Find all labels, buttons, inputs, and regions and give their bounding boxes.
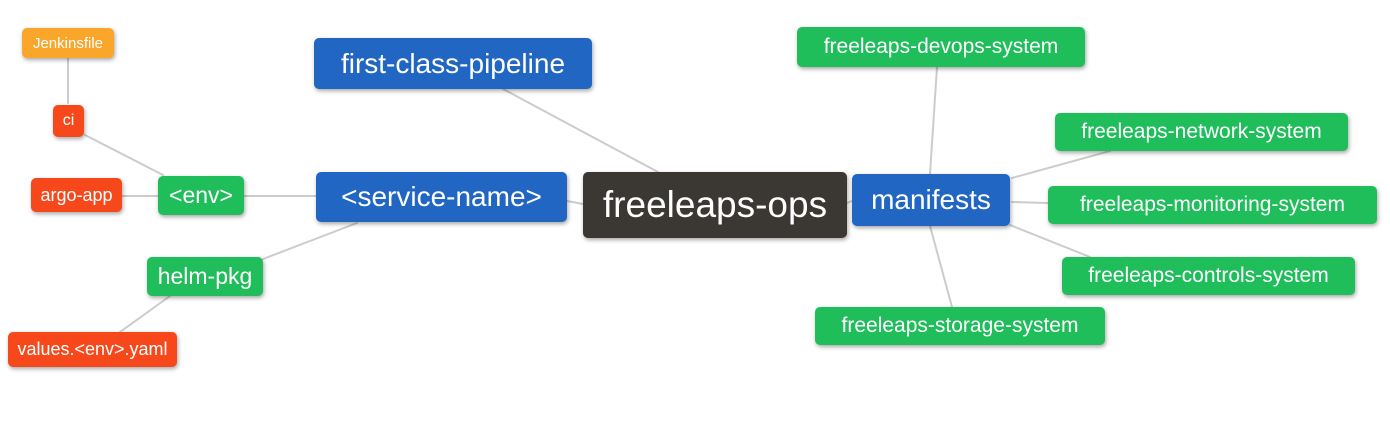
edge-manifests-devops — [929, 66, 938, 175]
node-env[interactable]: <env> — [158, 176, 244, 215]
node-service-name[interactable]: <service-name> — [316, 172, 567, 222]
edge-helmpkg-servicename — [262, 222, 358, 260]
node-freeleaps-monitoring-system[interactable]: freeleaps-monitoring-system — [1048, 186, 1377, 224]
edge-servicename-freeleapsops — [566, 200, 584, 205]
edge-helmpkg-values — [119, 295, 171, 333]
node-freeleaps-network-system[interactable]: freeleaps-network-system — [1055, 113, 1348, 151]
node-ci[interactable]: ci — [53, 105, 84, 137]
edge-manifests-controls — [1009, 224, 1091, 258]
edge-manifests-network — [1011, 150, 1111, 179]
edge-pipeline-freeleapsops — [502, 88, 659, 173]
node-first-class-pipeline[interactable]: first-class-pipeline — [314, 38, 592, 89]
edge-freeleapsops-manifests — [846, 200, 853, 204]
node-freeleaps-storage-system[interactable]: freeleaps-storage-system — [815, 307, 1105, 345]
edge-manifests-storage — [929, 225, 953, 308]
node-argo-app[interactable]: argo-app — [31, 178, 122, 212]
edge-manifests-monitoring — [1011, 201, 1049, 204]
node-helm-pkg[interactable]: helm-pkg — [147, 257, 263, 296]
node-freeleaps-ops[interactable]: freeleaps-ops — [583, 172, 847, 238]
node-freeleaps-controls-system[interactable]: freeleaps-controls-system — [1062, 257, 1355, 295]
node-freeleaps-devops-system[interactable]: freeleaps-devops-system — [797, 27, 1085, 67]
node-jenkinsfile[interactable]: Jenkinsfile — [22, 28, 114, 58]
node-values-env-yaml[interactable]: values.<env>.yaml — [8, 332, 177, 367]
node-manifests[interactable]: manifests — [852, 174, 1010, 226]
edge-ci-env — [84, 134, 164, 176]
